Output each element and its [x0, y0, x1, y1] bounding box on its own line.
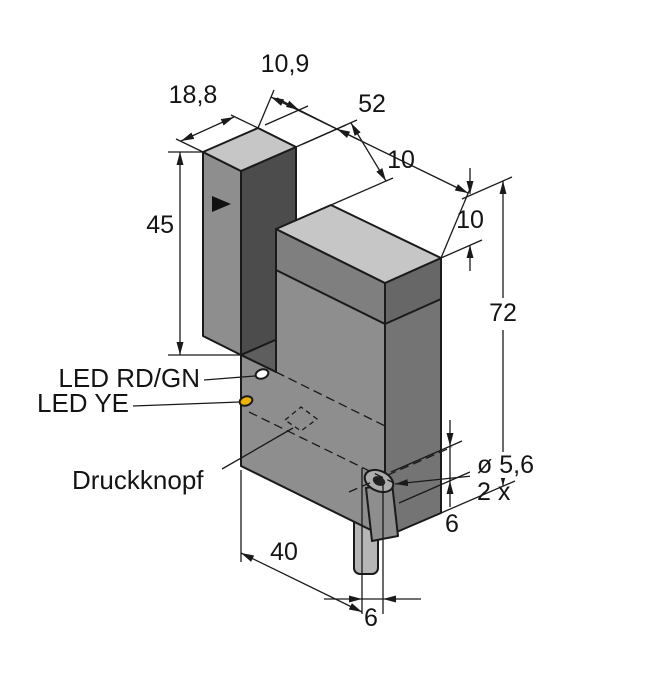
dim-hole-edge-label: 6 — [445, 510, 459, 538]
dim-slot-depth-label: 45 — [146, 211, 174, 239]
ext-line — [440, 239, 483, 259]
hidden-slot-bottom-line — [275, 371, 386, 427]
label-mask — [138, 210, 174, 238]
component-callouts: LED RD/GN LED YE Druckknopf — [37, 363, 294, 495]
hole-centerline-long — [248, 411, 395, 484]
ext-line — [330, 177, 394, 206]
dim-line-hole-distance — [240, 552, 363, 613]
ext-line — [440, 480, 516, 514]
led-red-green-label: LED RD/GN — [58, 363, 200, 393]
dimension-annotations: 18,8 10,9 52 10 10 45 72 — [138, 50, 550, 632]
dim-slot-width-label: 10 — [387, 146, 415, 174]
hole-callout-leader — [394, 475, 473, 487]
push-button-leader — [221, 427, 294, 470]
arm-front-face — [202, 151, 242, 356]
ext-line — [175, 138, 204, 153]
ext-line — [295, 119, 358, 148]
dim-height-label: 72 — [489, 299, 517, 327]
led-yellow-label: LED YE — [37, 388, 129, 418]
dim-line-width — [180, 116, 235, 142]
dim-hole-distance-label: 40 — [270, 538, 298, 566]
dim-arm-thickness-label: 10,9 — [261, 50, 310, 78]
beam-direction-marker-icon — [212, 196, 231, 212]
dim-hole-spacing-label: 6 — [364, 604, 378, 632]
dim-top-step-label: 10 — [456, 206, 484, 234]
mounting-hole — [372, 476, 386, 486]
hole-diameter-label: ø 5,6 — [477, 451, 534, 479]
dim-width-label: 18,8 — [169, 81, 218, 109]
dim-depth-label: 52 — [358, 90, 386, 118]
hole-count-label: 2 x — [477, 478, 511, 506]
ext-line — [461, 176, 513, 200]
led-yellow-leader — [132, 401, 241, 407]
dim-arrow — [276, 97, 300, 111]
hole-centerline-short — [348, 446, 453, 493]
push-button-label: Druckknopf — [72, 465, 204, 495]
label-mask — [470, 452, 550, 478]
ext-line — [230, 114, 259, 129]
ext-line — [264, 105, 309, 126]
led-red-green-leader — [203, 375, 256, 381]
led-red-green-indicator — [254, 368, 270, 380]
dim-line-slot-width — [350, 122, 387, 182]
ext-line — [257, 89, 275, 129]
push-button-outline — [283, 406, 319, 432]
led-yellow-indicator — [238, 395, 254, 407]
